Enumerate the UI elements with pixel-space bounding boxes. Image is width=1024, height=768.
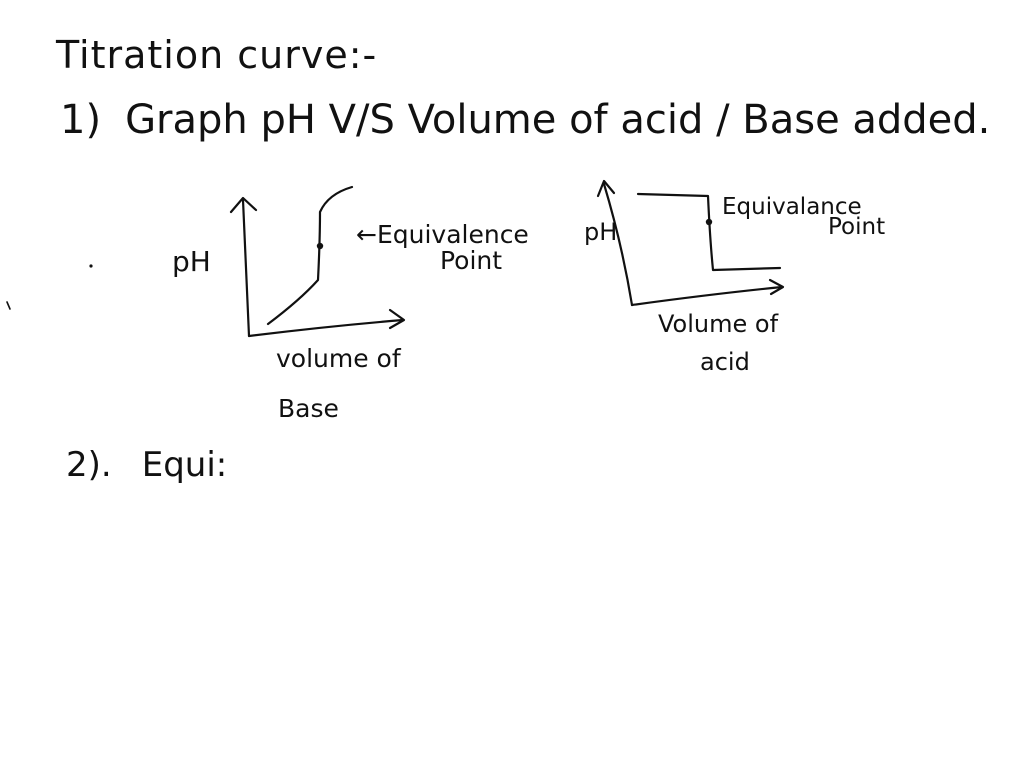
graph-2-equivalence-dot (705, 218, 713, 226)
page-title: Titration curve:- (56, 33, 378, 77)
graph-2-x-label-line-2: acid (700, 348, 750, 376)
graph-2-y-axis (602, 182, 634, 307)
note-item-1: 1) Graph pH V/S Volume of acid / Base add… (60, 100, 990, 140)
note-item-2: 2). Equi: (66, 448, 227, 482)
graph-1 (229, 185, 406, 338)
graph-1-x-label-line-1: volume of (276, 344, 401, 373)
stray-mark-2 (6, 301, 11, 310)
graph-2 (596, 179, 785, 307)
note-item-1-index: 1) (60, 97, 102, 143)
graph-2-x-axis (630, 285, 784, 307)
graph-1-curve (266, 185, 354, 326)
note-item-2-index: 2). (66, 445, 112, 485)
graph-1-y-axis (241, 198, 251, 338)
graph-2-y-label: pH (584, 218, 618, 246)
graph-1-annotation-line-1: ←Equivalence (356, 220, 529, 249)
graph-1-x-arrow (388, 308, 406, 330)
graph-2-x-arrow (768, 278, 785, 296)
graph-2-annotation-line-2: Point (828, 214, 886, 240)
graph-1-x-label-line-2: Base (278, 394, 339, 423)
note-item-2-text: Equi: (141, 445, 228, 485)
graph-1-x-axis (247, 318, 405, 338)
graph-2-curve (636, 192, 782, 272)
graph-2-annotation-line-1: Equivalance (722, 194, 862, 220)
graph-1-y-label: pH (172, 245, 211, 278)
graph-1-y-arrow (229, 196, 258, 214)
graph-1-equivalence-dot (316, 242, 324, 250)
graph-1-annotation-line-2: Point (440, 246, 503, 275)
stray-mark-1 (89, 264, 93, 268)
note-item-1-text: Graph pH V/S Volume of acid / Base added… (125, 97, 991, 143)
graph-2-y-arrow (596, 179, 616, 198)
graph-2-x-label-line-1: Volume of (658, 310, 779, 338)
